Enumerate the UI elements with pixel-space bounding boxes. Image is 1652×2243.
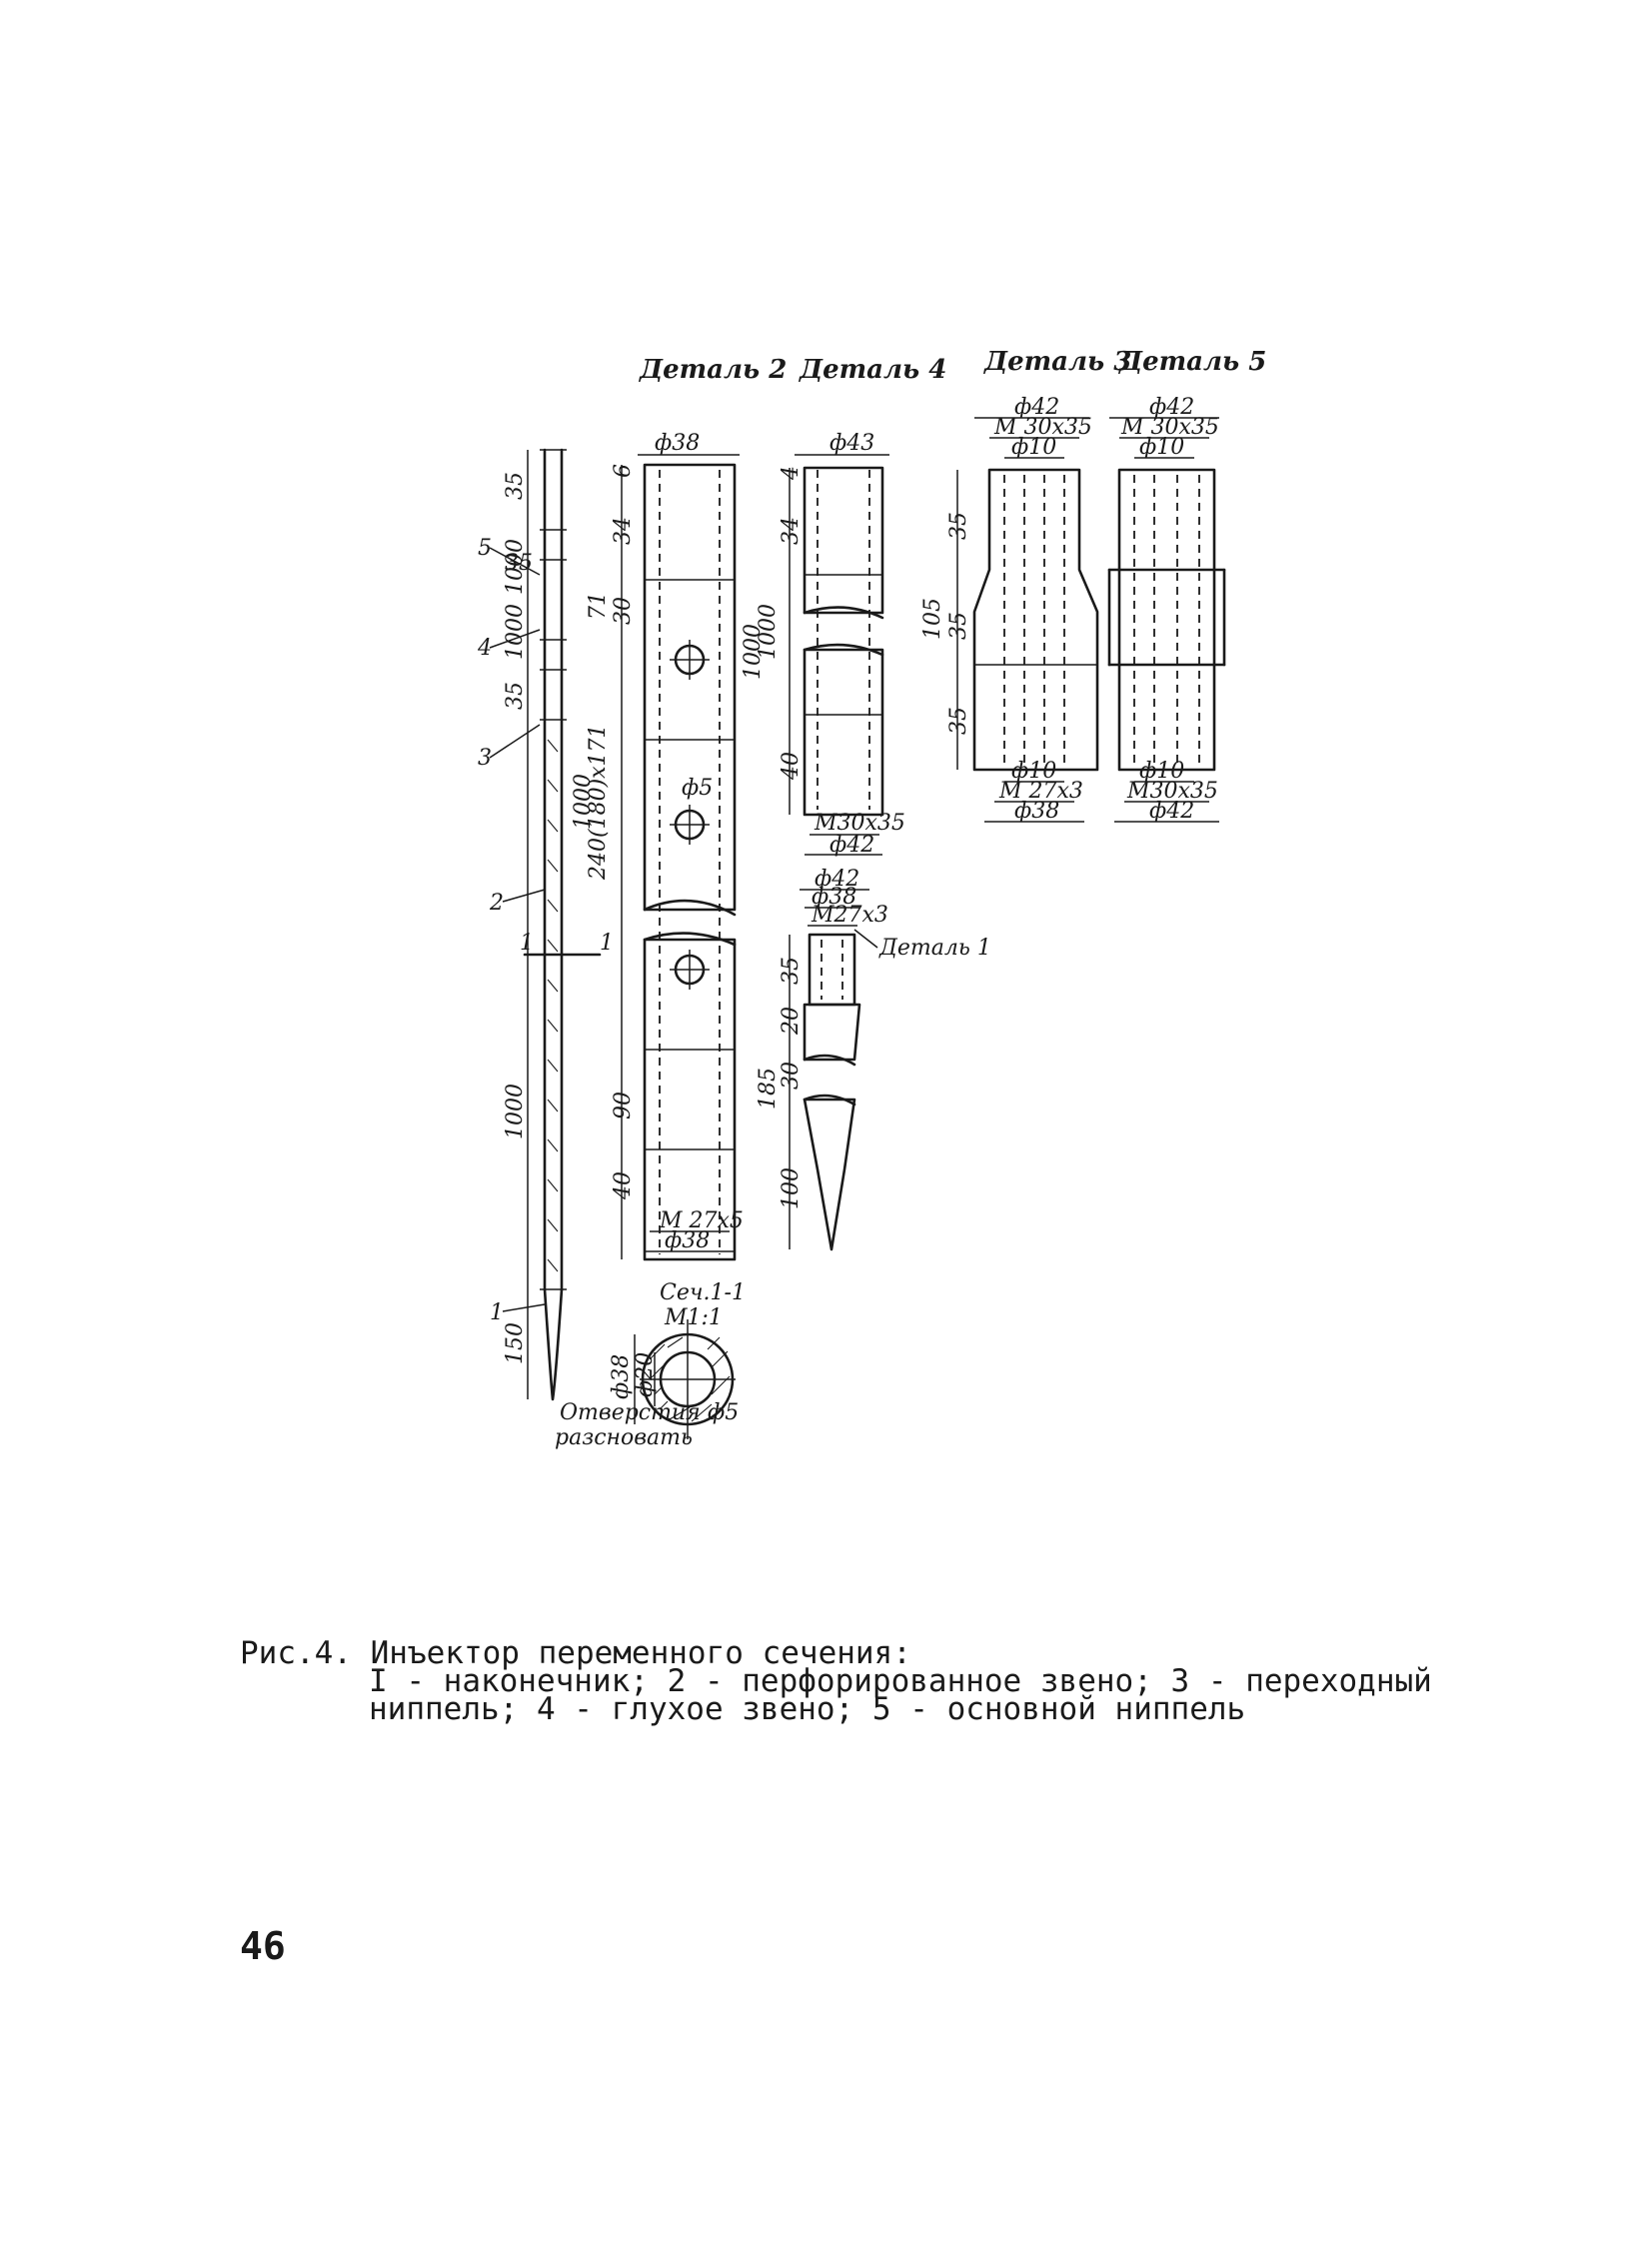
detail-2-dim-6: 6 — [611, 464, 636, 478]
dim-35-top: 35 — [503, 472, 528, 500]
detail-4-diameter-bottom: ф42 — [829, 833, 874, 858]
detail-2-dim-34: 34 — [611, 517, 636, 545]
detail-2-dim-30: 30 — [611, 597, 636, 625]
detail-3-dim-35c: 35 — [946, 707, 971, 735]
page-number: 46 — [240, 1924, 286, 1968]
detail-2-dim-71: 71 — [586, 592, 611, 620]
detail-2-drawing: ф38 ф5 6 34 30 71 240(180)x171 90 40 100… — [586, 431, 766, 1261]
detail-3-diameter-top: ф42 — [1014, 395, 1059, 420]
detail-4-drawing: ф43 4 34 1000 40 M30x35 ф42 — [756, 431, 905, 858]
detail-3-thread-top: M 30x35 — [993, 415, 1092, 440]
part-number-3: 3 — [478, 746, 492, 771]
detail-1-thread: M27x3 — [811, 903, 888, 928]
section-diameter-inner: ф20 — [633, 1352, 658, 1397]
detail-3-bore-bottom: ф10 — [1011, 759, 1056, 784]
detail-3-dim-35a: 35 — [946, 512, 971, 540]
injector-assembly: 35 1000 1000 35 1000 150 35 1000 5 4 3 2… — [477, 448, 614, 1401]
detail-3-dim-35b: 35 — [946, 612, 971, 640]
detail-4-diameter: ф43 — [829, 431, 874, 456]
detail-2-diameter-bottom: ф38 — [665, 1228, 710, 1253]
detail-4-header: Деталь 4 — [798, 355, 946, 385]
detail-5-bore-top: ф10 — [1139, 435, 1184, 460]
detail-5-bore-bottom: ф10 — [1139, 759, 1184, 784]
detail-2-diameter: ф38 — [655, 431, 700, 456]
dim-1000-lower: 1000 — [503, 1084, 528, 1139]
detail-1-dim-20: 20 — [779, 1007, 804, 1036]
dim-1000-detail4: 1000 — [503, 604, 528, 660]
section-hole-diameter: ф5 — [708, 1400, 739, 1425]
dim-150: 150 — [503, 1322, 528, 1364]
detail-1-dim-185: 185 — [756, 1068, 781, 1110]
detail-5-drawing: ф42 M 30x35 ф10 ф10 M30x35 ф42 — [1107, 395, 1226, 824]
section-scale: M1:1 — [664, 1305, 723, 1330]
detail-3-dim-105: 105 — [920, 598, 945, 640]
detail-2-thread: M 27x5 — [659, 1208, 744, 1233]
detail-2-dim-90: 90 — [611, 1092, 636, 1120]
detail-5-diameter-bottom: ф42 — [1149, 799, 1194, 824]
section-1-1-drawing: Сеч.1-1 M1:1 ф38 ф20 ф5 Отверстия разсно… — [555, 1280, 746, 1450]
detail-4-dim-1000: 1000 — [756, 604, 781, 660]
detail-3-thread-bottom: M 27x3 — [998, 779, 1083, 804]
detail-3-header: Деталь 3 — [982, 347, 1131, 377]
part-number-1: 1 — [490, 1300, 504, 1325]
detail-2-dim-1000: 1000 — [741, 624, 766, 680]
detail-1-diameter-inner: ф38 — [812, 885, 856, 910]
part-number-4: 4 — [477, 636, 492, 661]
part-number-2: 2 — [489, 891, 504, 916]
detail-2-dim-40: 40 — [611, 1171, 636, 1200]
detail-5-diameter-top: ф42 — [1149, 395, 1194, 420]
detail-5-thread-top: M 30x35 — [1120, 415, 1219, 440]
detail-1-dim-100: 100 — [779, 1167, 804, 1209]
detail-2-hole-spacing: 240(180)x171 — [586, 724, 611, 881]
detail-4-dim-40: 40 — [779, 752, 804, 781]
caption-legend-1: I - наконечник; 2 - перфорированное звен… — [369, 1663, 1432, 1699]
figure-caption: Рис.4. Инъектор переменного сечения: I -… — [240, 1635, 1432, 1727]
section-title: Сеч.1-1 — [660, 1280, 746, 1305]
detail-2-header: Деталь 2 — [638, 355, 787, 385]
dim-35-low: 35 — [503, 682, 528, 710]
dim-1000-main: 1000 — [571, 774, 596, 830]
caption-title: Рис.4. Инъектор переменного сечения: — [240, 1635, 911, 1671]
part-number-5: 5 — [478, 536, 492, 561]
detail-1-dim-30: 30 — [779, 1062, 804, 1090]
caption-legend-2: ниппель; 4 - глухое звено; 5 - основной … — [369, 1691, 1246, 1727]
detail-4-dim-34: 34 — [779, 517, 804, 545]
detail-3-diameter-bottom: ф38 — [1014, 799, 1059, 824]
detail-2-hole-diameter: ф5 — [682, 776, 713, 801]
detail-5-thread-bottom: M30x35 — [1126, 779, 1218, 804]
detail-3-drawing: ф42 M 30x35 ф10 35 105 35 35 ф10 M 27x3 … — [920, 395, 1099, 824]
section-mark-right: 1 — [600, 931, 614, 956]
detail-4-thread: M30x35 — [814, 811, 905, 836]
detail-4-dim-4: 4 — [779, 466, 804, 481]
detail-5-header: Деталь 5 — [1117, 347, 1266, 377]
section-diameter-outer: ф38 — [609, 1354, 634, 1399]
detail-1-diameter-outer: ф42 — [815, 867, 859, 892]
section-mark-left: 1 — [520, 931, 534, 956]
section-note-stagger: разсновать — [555, 1425, 693, 1450]
detail-3-bore-top: ф10 — [1011, 435, 1056, 460]
detail-1-drawing: ф42 ф38 M27x3 Деталь 1 35 20 30 185 100 — [756, 867, 991, 1251]
detail-1-header: Деталь 1 — [878, 936, 991, 961]
detail-1-dim-35: 35 — [779, 957, 804, 985]
section-note-holes: Отверстия — [560, 1400, 701, 1425]
